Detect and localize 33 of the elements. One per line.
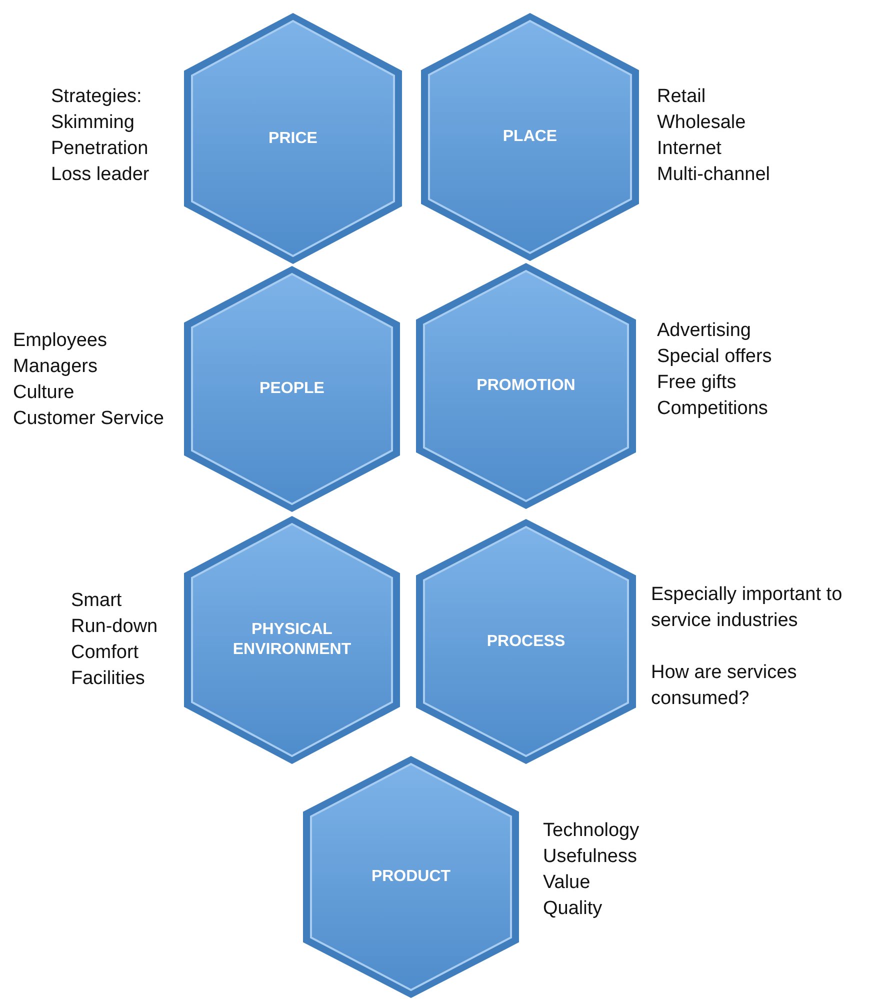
side-note: Retail (657, 85, 707, 109)
side-note: Culture (13, 381, 76, 405)
side-note: Internet (657, 137, 722, 161)
hexagon-label: PROCESS (486, 632, 566, 652)
side-note: Multi-channel (657, 163, 770, 187)
side-note: Technology (543, 819, 640, 843)
side-note: Employees (13, 329, 108, 353)
side-note: Smart (71, 589, 123, 613)
side-note: Loss leader (51, 163, 150, 187)
side-note: Usefulness (543, 845, 638, 869)
hexagon-label: PROMOTION (476, 376, 576, 396)
side-note: Managers (13, 355, 98, 379)
side-note: Special offers (657, 345, 772, 369)
hexagon-label: PHYSICAL ENVIRONMENT (232, 620, 352, 660)
side-note: Competitions (657, 397, 769, 421)
side-note: Facilities (71, 667, 146, 691)
side-note: Wholesale (657, 111, 747, 135)
hexagon-label: PRICE (268, 128, 318, 148)
side-note: Strategies: (51, 85, 143, 109)
side-note: How are services consumed? (651, 661, 798, 711)
side-note: Penetration (51, 137, 150, 161)
side-note: Skimming (51, 111, 136, 135)
side-note: Especially important to service industries (651, 583, 844, 633)
side-note: Run-down (71, 615, 158, 639)
side-note: Quality (543, 897, 604, 921)
side-note: Comfort (71, 641, 140, 665)
hexagon-label: PLACE (502, 127, 558, 147)
side-note: Customer Service (13, 407, 164, 431)
hexagon-label: PRODUCT (371, 867, 451, 887)
side-note: Free gifts (657, 371, 738, 395)
side-note: Advertising (657, 319, 752, 343)
side-note: Value (543, 871, 592, 895)
hexagon-label: PEOPLE (260, 379, 324, 399)
